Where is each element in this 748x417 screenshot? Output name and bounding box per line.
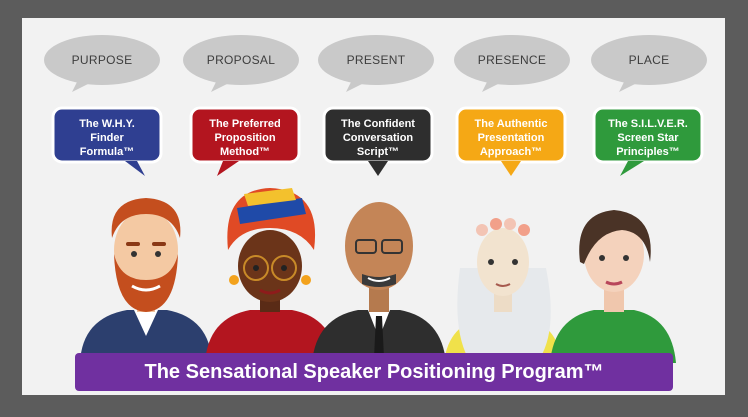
bubble-present: PRESENT	[314, 32, 438, 92]
people-illustration	[80, 188, 676, 363]
short-hair-woman-avatar	[550, 210, 676, 363]
flower-crown-woman-avatar	[444, 218, 562, 363]
headwrap-woman-avatar	[205, 188, 337, 363]
bubble-place: PLACE	[587, 32, 711, 92]
infographic-canvas: PURPOSE PROPOSAL PRESENT PRESENCE PLACE …	[22, 18, 725, 395]
bubble-label: PLACE	[628, 53, 670, 67]
bubble-proposal: PROPOSAL	[179, 32, 303, 92]
bubble-presence: PRESENCE	[450, 32, 574, 92]
bubble-label: PURPOSE	[71, 53, 133, 67]
program-title-banner: The Sensational Speaker Positioning Prog…	[75, 353, 673, 391]
bubble-label: PRESENCE	[477, 53, 547, 67]
bald-man-avatar	[312, 202, 446, 363]
bearded-man-avatar	[80, 198, 212, 363]
bubble-label: PROPOSAL	[206, 53, 276, 67]
bubble-label: PRESENT	[346, 53, 406, 67]
bubble-purpose: PURPOSE	[40, 32, 164, 92]
